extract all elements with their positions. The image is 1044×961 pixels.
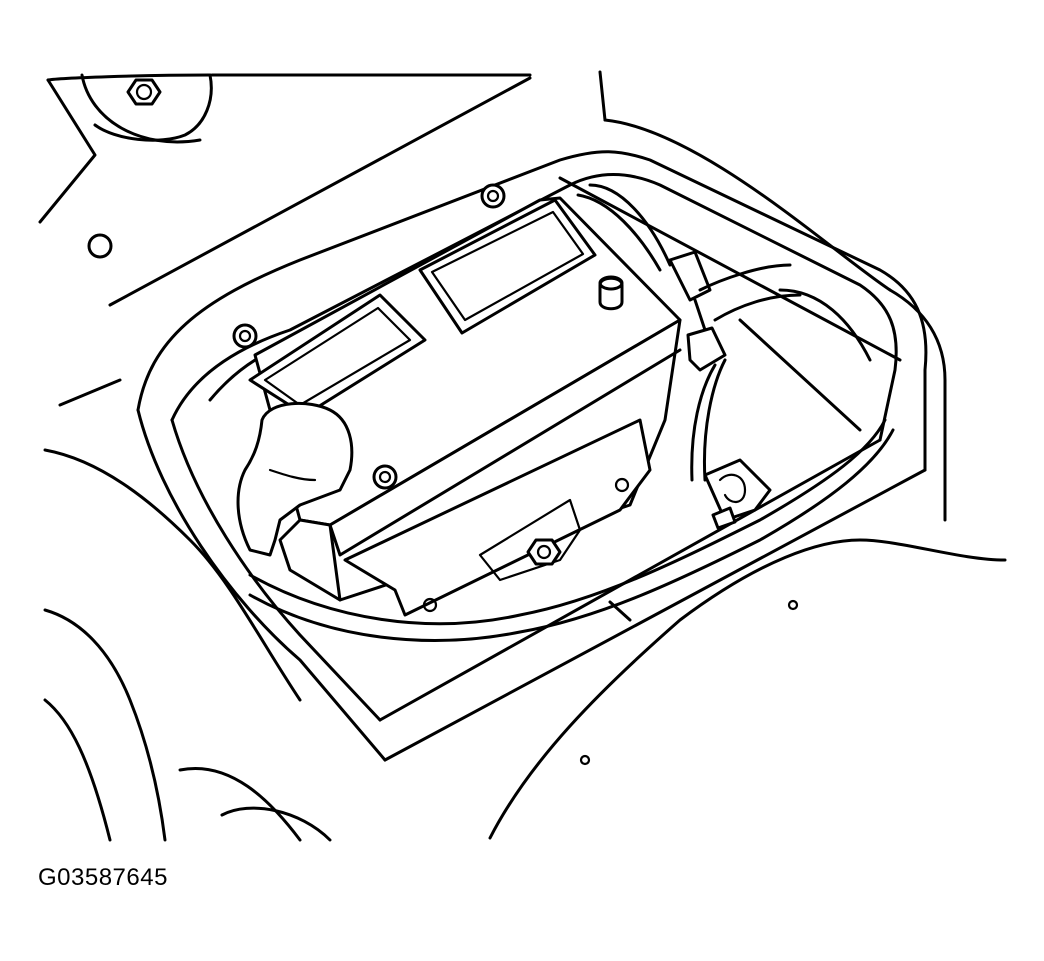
- floor-panel: [43, 76, 1007, 842]
- bracket-nut: [526, 538, 562, 566]
- battery-cell-cover-right: [418, 198, 597, 335]
- battery-cable: [576, 183, 727, 482]
- terminal-cover: [236, 401, 354, 557]
- ground-terminal: [703, 458, 772, 530]
- cable-connector: [668, 250, 712, 302]
- upper-left-panel: [38, 70, 607, 259]
- tray-bolt-left: [232, 323, 258, 349]
- battery: [232, 183, 682, 602]
- tray-support: [698, 263, 802, 322]
- strut-mount-nut: [126, 78, 162, 106]
- tray-bolt-top: [480, 183, 506, 209]
- hold-down-strap: [248, 418, 895, 642]
- battery-positive-post: [598, 276, 624, 311]
- panel-hole: [87, 233, 113, 259]
- battery-tray: [136, 150, 928, 762]
- figure-id-label: G03587645: [38, 864, 168, 891]
- battery-hold-nut: [372, 464, 398, 490]
- battery-bracket: [343, 418, 652, 617]
